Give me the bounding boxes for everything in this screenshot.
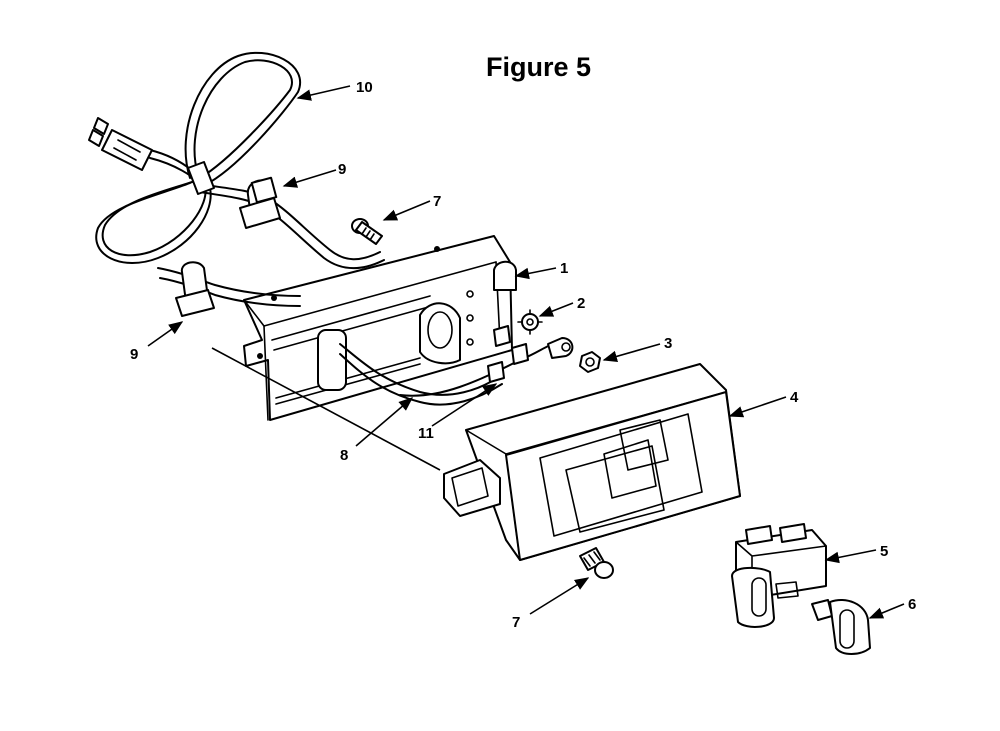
power-cord — [88, 51, 385, 270]
lock-washer — [517, 309, 543, 335]
cord-clamp-upper — [239, 176, 281, 229]
callout-3: 3 — [664, 335, 672, 352]
callout-11: 11 — [418, 425, 434, 442]
callout-labels: 10 9 7 1 2 3 4 5 6 7 8 9 11 — [130, 79, 916, 631]
callout-7-upper: 7 — [433, 193, 441, 210]
callout-7-lower: 7 — [512, 614, 520, 631]
switch-key — [811, 599, 871, 655]
screw-lower — [579, 547, 614, 579]
switch-box — [443, 363, 741, 561]
screw-upper — [351, 218, 383, 245]
callout-9-upper: 9 — [338, 161, 346, 178]
callout-8: 8 — [340, 447, 348, 464]
hex-nut — [579, 351, 601, 373]
figure-title: Figure 5 — [486, 52, 592, 82]
mounting-plate — [243, 235, 517, 421]
rocker-switch — [731, 523, 827, 628]
callout-6: 6 — [908, 596, 916, 613]
callout-10: 10 — [356, 79, 373, 96]
callout-4: 4 — [790, 389, 799, 406]
callout-2: 2 — [577, 295, 585, 312]
ring-terminal — [547, 337, 574, 359]
cord-clamp-lower — [157, 261, 301, 317]
leader-lines — [147, 85, 905, 619]
callout-5: 5 — [880, 543, 888, 560]
lead-wires — [339, 325, 557, 406]
callout-1: 1 — [560, 260, 568, 277]
callout-9-lower: 9 — [130, 346, 138, 363]
